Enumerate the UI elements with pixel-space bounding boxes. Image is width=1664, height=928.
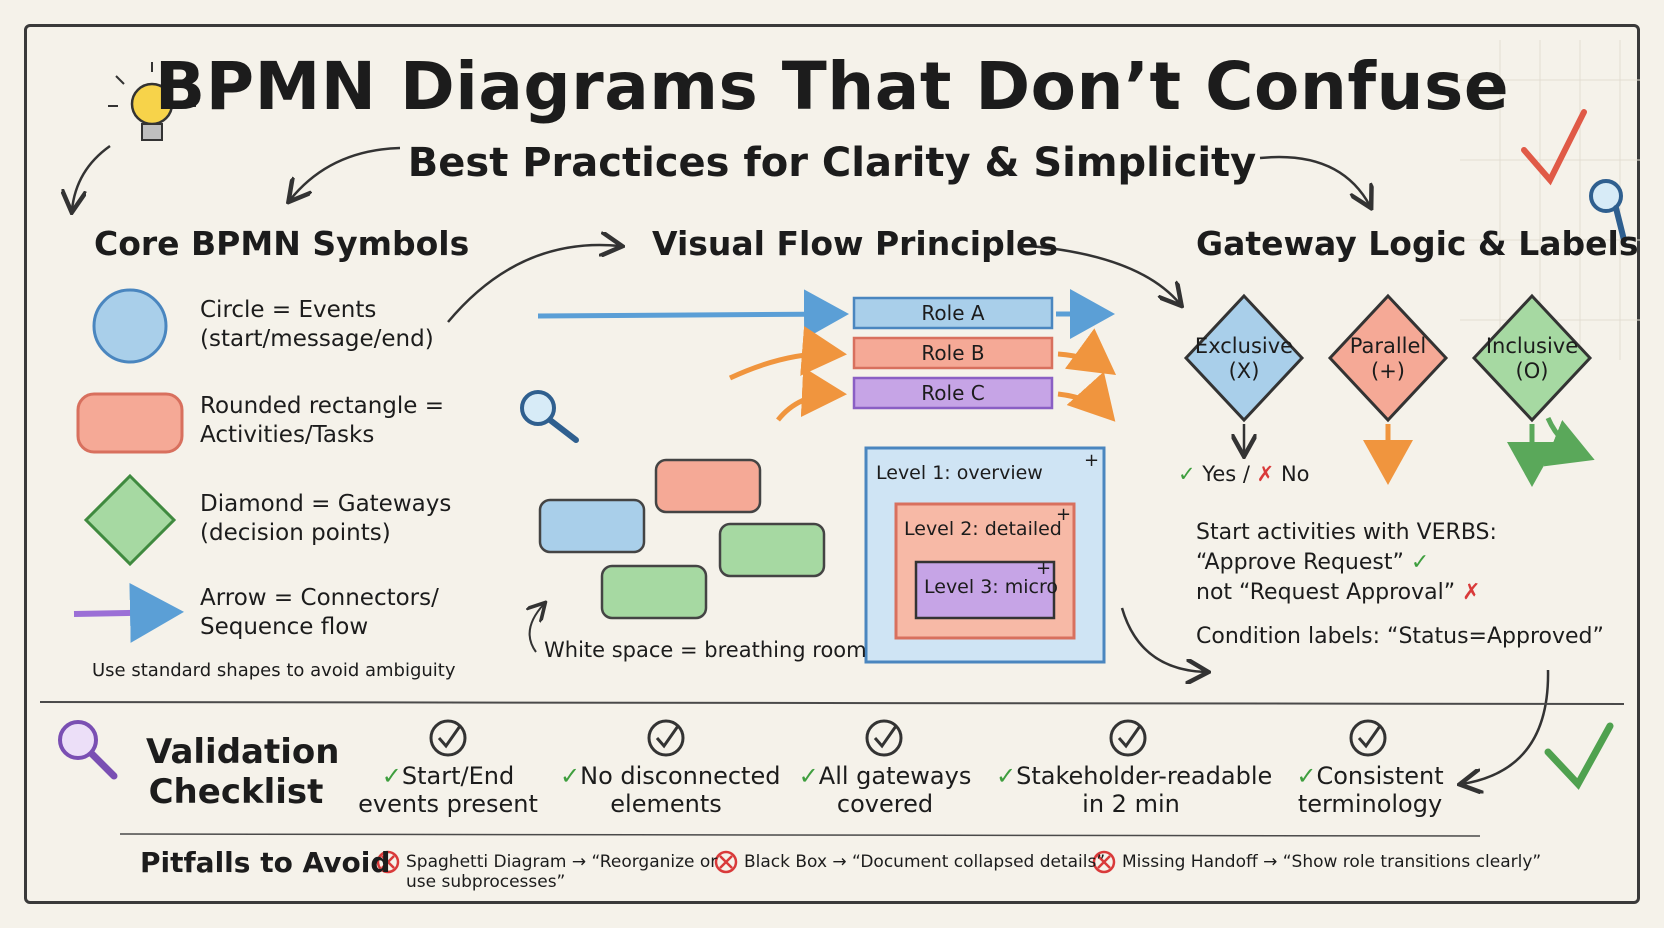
arrow-whitespace [530, 604, 544, 653]
gateway-diamond-shape [83, 473, 177, 567]
level-1-expand-icon: + [1084, 450, 1100, 471]
gateways-title: Gateway Logic & Labels [1196, 224, 1639, 263]
gateway-exclusive-label: Exclusive(X) [1194, 334, 1294, 383]
check-icon: ✓ [798, 762, 819, 790]
page-title: BPMN Diagrams That Don’t Confuse [154, 48, 1510, 125]
magnifier-icon-top-right [1589, 179, 1627, 243]
check-icon: ✓ [1178, 462, 1196, 486]
gateway-inclusive-out-arrow-2 [1543, 416, 1595, 467]
verbs-rule: Start activities with VERBS: [1196, 520, 1497, 545]
arrow-to-core-symbols-2 [290, 146, 401, 200]
lane-b-outgoing-arrow [1057, 328, 1117, 375]
bad-example: not “Request Approval” ✗ [1196, 580, 1481, 605]
divider-bottom [119, 833, 1481, 837]
arrow-to-gateways [1259, 155, 1370, 206]
lane-role-c [852, 376, 1054, 410]
lane-role-c-label: Role C [921, 381, 985, 405]
arrow-levels-to-gateways [1120, 607, 1206, 672]
gateway-inclusive-diamond [1471, 293, 1593, 423]
cross-icon: ✗ [1256, 462, 1275, 486]
checkmark-icon-top [1521, 109, 1587, 186]
visual-flow-title: Visual Flow Principles [652, 224, 1059, 263]
pitfall-black-box: Black Box → “Document collapsed details” [744, 852, 1106, 872]
lane-c-outgoing-arrow [1057, 371, 1116, 422]
check-icon: ✓ [996, 762, 1017, 790]
symbol-arrow-label: Arrow = Connectors/Sequence flow [200, 585, 439, 640]
cross-icon: ✗ [1462, 580, 1481, 605]
big-checkmark-icon [1544, 722, 1614, 790]
good-example: “Approve Request” ✓ [1196, 550, 1430, 575]
level-3-label: Level 3: micro [924, 576, 1058, 598]
lane-c-incoming-arrow [776, 367, 847, 422]
yes-no-label: ✓ Yes / ✗ No [1178, 462, 1310, 486]
symbol-gateway-label: Diamond = Gateways(decision points) [200, 491, 452, 546]
hand-drawn-frame [24, 24, 1640, 904]
condition-labels-rule: Condition labels: “Status=Approved” [1196, 624, 1604, 649]
level-3-expand-icon: + [1036, 558, 1052, 579]
level-2-label: Level 2: detailed [904, 518, 1062, 540]
whitespace-block-red [654, 458, 762, 514]
symbol-activity-label: Rounded rectangle =Activities/Tasks [200, 393, 444, 448]
arrow-gateways-to-checklist [1462, 669, 1550, 784]
whitespace-label: White space = breathing room [544, 638, 867, 662]
magnifier-icon-middle [520, 390, 579, 443]
lane-role-b-label: Role B [921, 341, 985, 365]
arrow-to-core-symbols [72, 144, 111, 210]
gateway-exclusive-diamond [1183, 293, 1305, 423]
pitfalls-title: Pitfalls to Avoid [140, 846, 391, 879]
whitespace-block-green-right [718, 522, 826, 578]
gateway-parallel-diamond [1327, 293, 1449, 423]
gateway-parallel-label: Parallel(+) [1349, 334, 1427, 383]
check-icon: ✓ [1296, 762, 1317, 790]
core-symbols-note: Use standard shapes to avoid ambiguity [92, 660, 456, 681]
lightbulb-icon [108, 62, 196, 141]
level-1-label: Level 1: overview [876, 462, 1043, 484]
check-icon: ✓ [381, 762, 402, 790]
lane-role-a-label: Role A [921, 301, 985, 325]
lane-role-a [852, 296, 1054, 330]
arrow-core-to-flow [447, 245, 620, 323]
level-2-expand-icon: + [1056, 504, 1072, 525]
sequence-flow-arrow-shape [73, 582, 184, 643]
check-icon: ✓ [560, 762, 581, 790]
gateway-inclusive-label: Inclusive(O) [1485, 334, 1579, 383]
symbol-event-label: Circle = Events(start/message/end) [200, 297, 434, 352]
pitfall-cross-icons [376, 850, 1116, 874]
whitespace-block-green-left [600, 564, 708, 620]
whitespace-block-blue [538, 498, 646, 554]
lane-b-incoming-arrow [728, 326, 847, 381]
validation-check-icons [429, 719, 1387, 757]
check-icon: ✓ [1410, 550, 1430, 575]
lane-role-b [852, 336, 1054, 370]
activity-rect-shape [76, 392, 184, 454]
event-circle-shape [92, 288, 168, 364]
arrow-flow-to-gateways [1029, 244, 1180, 304]
page-subtitle: Best Practices for Clarity & Simplicity [407, 140, 1257, 186]
level-3-box [914, 560, 1056, 620]
pitfall-missing-handoff: Missing Handoff → “Show role transitions… [1122, 852, 1542, 872]
lane-a-incoming-arrow [537, 289, 849, 340]
core-symbols-title: Core BPMN Symbols [94, 224, 470, 263]
magnifier-icon-bottom [58, 720, 118, 780]
divider-top [39, 701, 1625, 705]
